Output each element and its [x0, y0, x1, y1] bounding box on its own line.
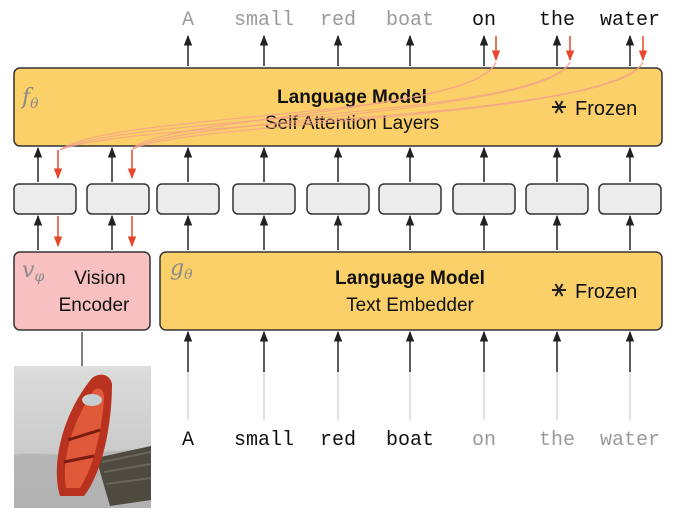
input-token: A	[182, 429, 194, 452]
snowflake-icon	[552, 100, 566, 114]
v-phi-symbol: vφ	[22, 258, 44, 285]
gradient-path	[131, 61, 571, 151]
output-token: water	[600, 9, 660, 32]
output-token: small	[234, 9, 294, 32]
embedding-box	[598, 183, 662, 215]
output-token: boat	[386, 9, 434, 32]
gradient-path	[59, 61, 644, 151]
language-model-bottom-box	[159, 251, 663, 331]
input-token: water	[600, 429, 660, 452]
embedding-box	[86, 183, 150, 215]
g-theta-symbol: gθ	[170, 256, 193, 283]
vision-encoder-label-line2: Encoder	[59, 295, 130, 316]
output-token: the	[539, 9, 575, 32]
language-model-text-embedder: gθ Language Model Text Embedder Frozen	[159, 251, 663, 331]
output-token: red	[320, 9, 356, 32]
red-boat-photo	[14, 332, 152, 508]
language-model-top-title: Language Model	[277, 87, 427, 108]
language-model-top-box	[13, 67, 663, 147]
embedding-box	[232, 183, 296, 215]
input-token: boat	[386, 429, 434, 452]
gradient-path	[131, 61, 497, 151]
input-token: on	[472, 429, 496, 452]
embedding-box	[525, 183, 589, 215]
input-token: small	[234, 429, 294, 452]
language-model-top-subtitle: Self Attention Layers	[265, 113, 439, 134]
embedding-box	[13, 183, 77, 215]
embedding-row	[13, 183, 662, 215]
attention-arrows	[53, 36, 648, 248]
input-token: the	[539, 429, 575, 452]
embedding-box	[378, 183, 442, 215]
flow-arrows	[33, 34, 635, 420]
language-model-bottom-subtitle: Text Embedder	[346, 295, 474, 316]
input-token: red	[320, 429, 356, 452]
embedding-box	[306, 183, 370, 215]
vision-encoder-label-line1: Vision	[74, 268, 125, 289]
language-model-bottom-title: Language Model	[335, 268, 485, 289]
embedding-box	[156, 183, 220, 215]
frozen-label-bottom: Frozen	[575, 281, 637, 303]
output-token: A	[182, 9, 194, 32]
vision-encoder: vφ Vision Encoder	[13, 251, 151, 331]
embedding-box	[452, 183, 516, 215]
output-token: on	[472, 9, 496, 32]
language-model-self-attention: fθ Language Model Self Attention Layers …	[13, 67, 663, 147]
gradient-path	[131, 61, 644, 151]
snowflake-icon	[552, 283, 566, 297]
vision-encoder-box	[13, 251, 151, 331]
gradient-path	[59, 61, 571, 151]
frozen-label-top: Frozen	[575, 98, 637, 120]
